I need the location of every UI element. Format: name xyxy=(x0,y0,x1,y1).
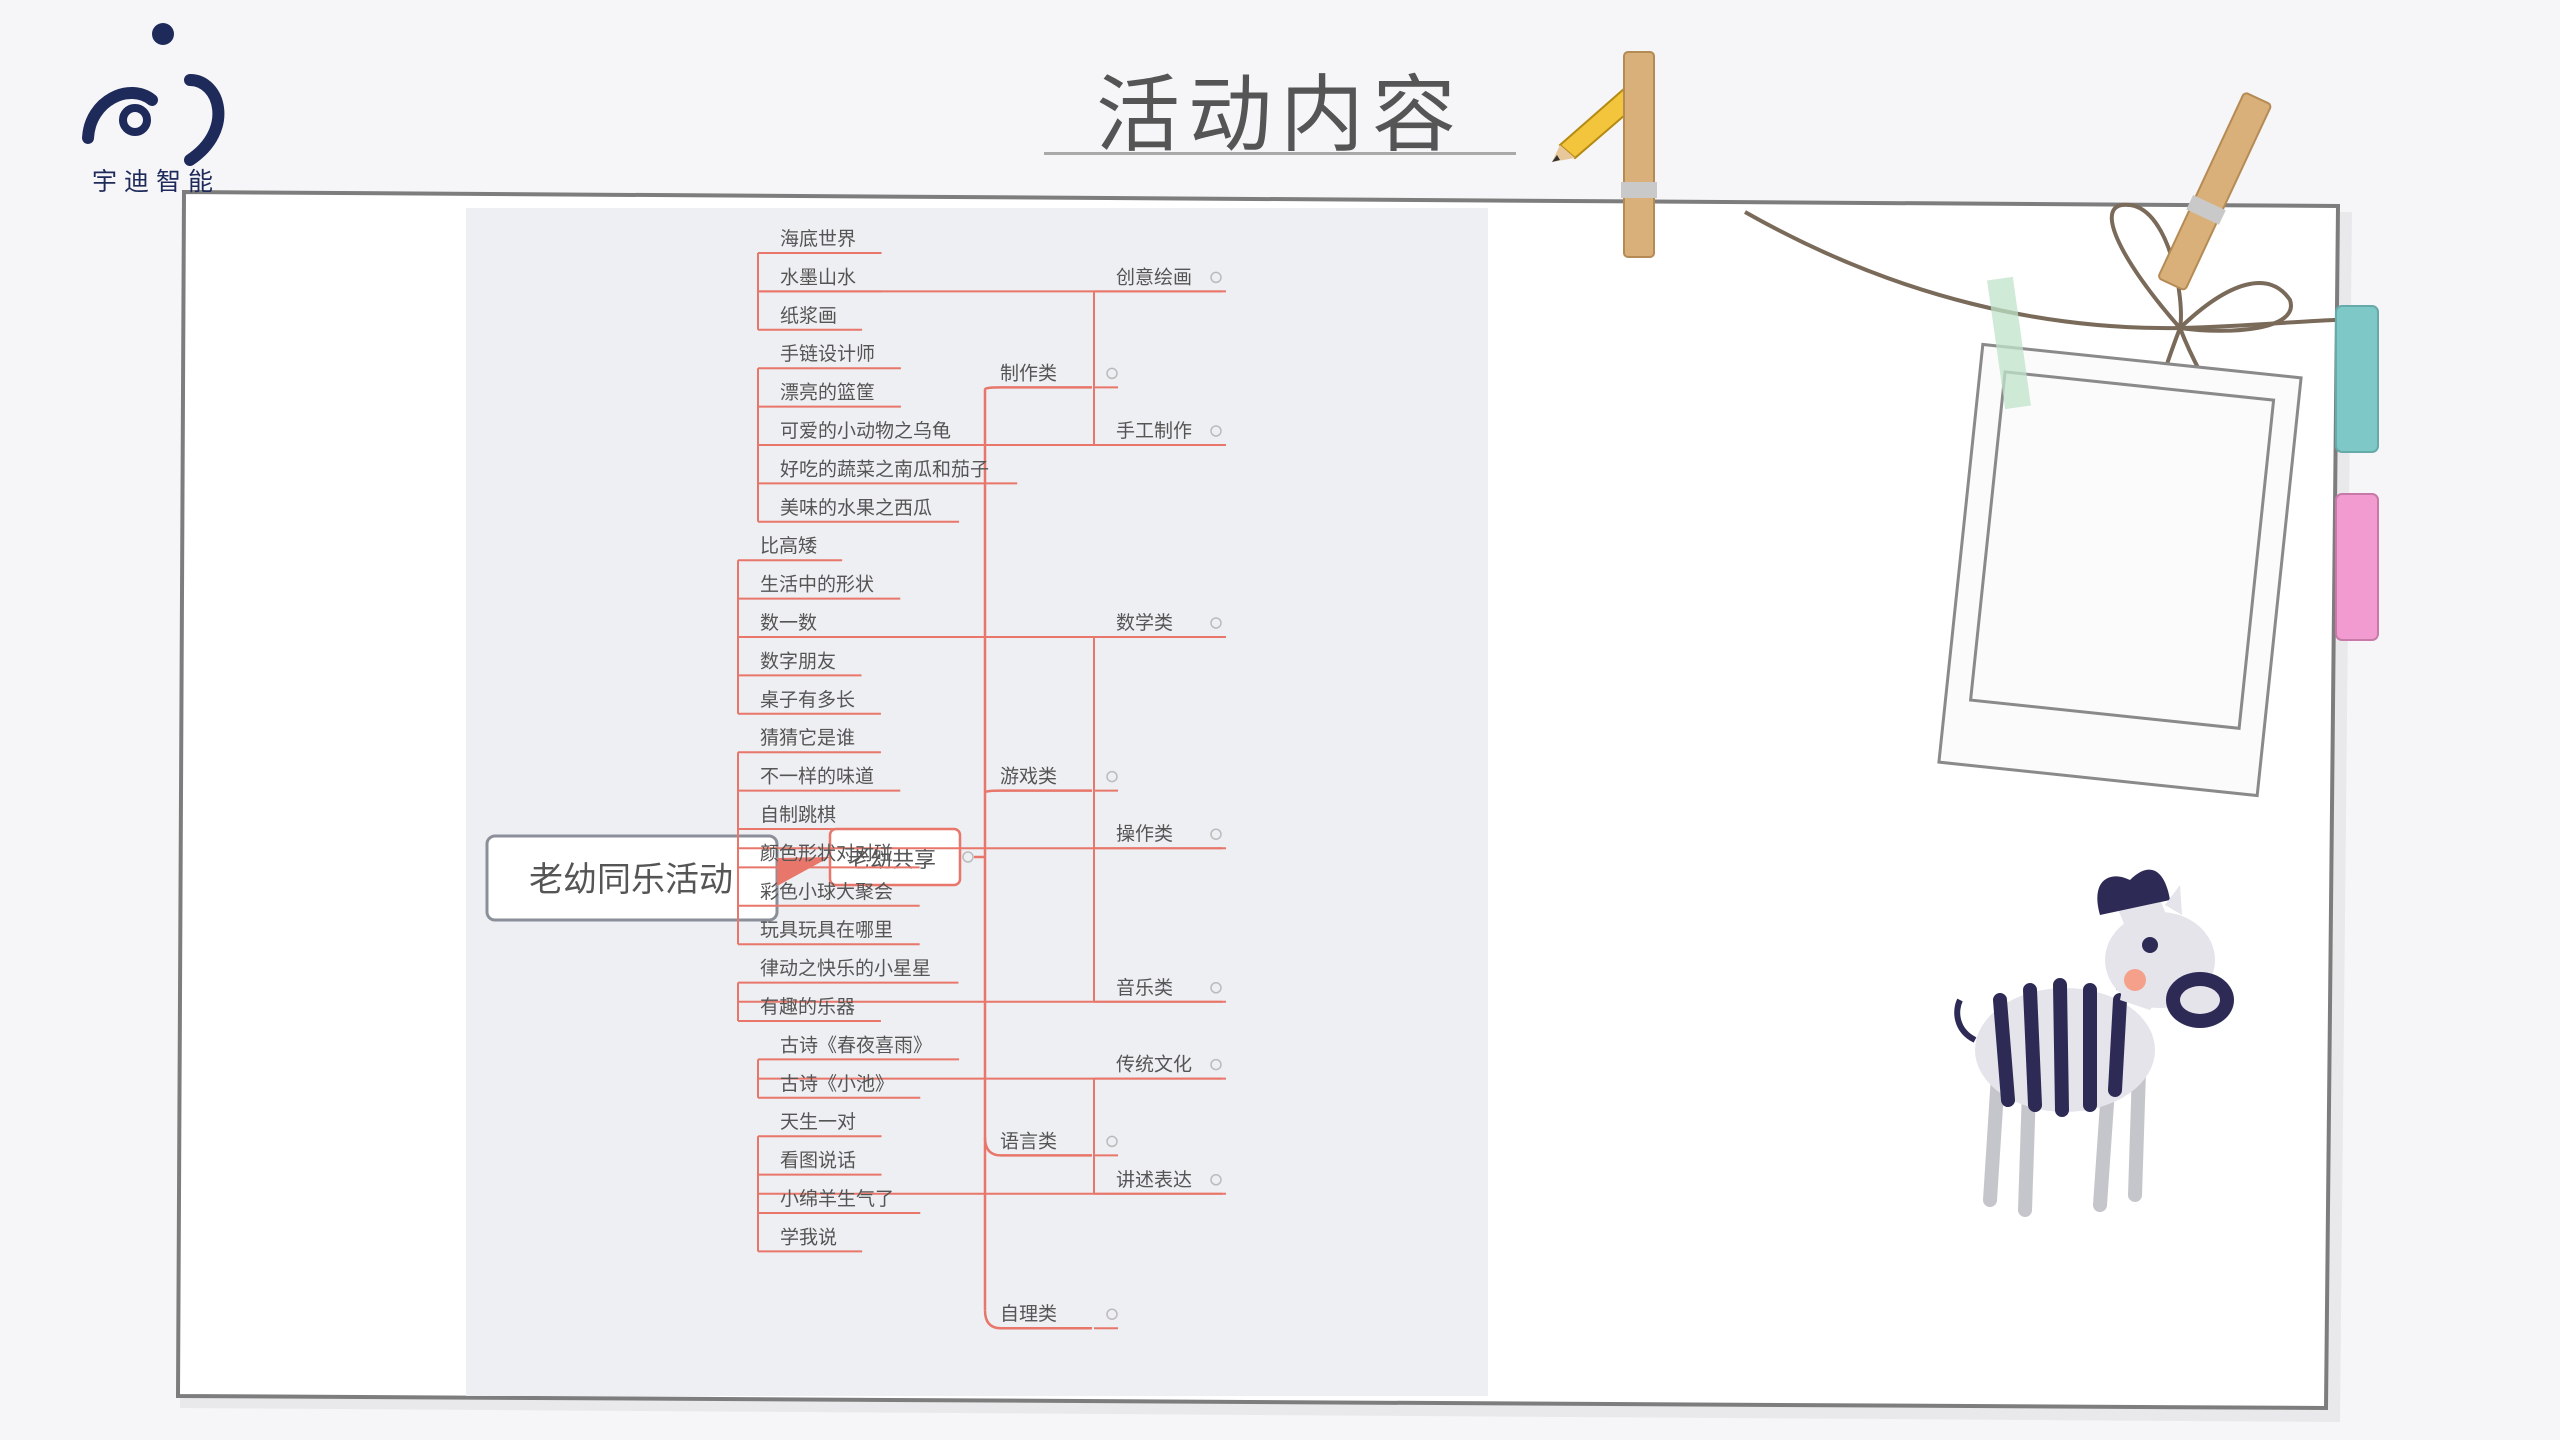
hub-node xyxy=(828,827,962,887)
collapse-toggle[interactable] xyxy=(1210,1058,1222,1071)
branch-line xyxy=(983,386,1092,391)
hub-node-label: 老幼共享 xyxy=(848,848,936,873)
leaf-node: 天生一对 xyxy=(780,1111,856,1133)
root-node-label: 老幼同乐活动 xyxy=(529,860,733,900)
leaf-node: 水墨山水 xyxy=(780,266,856,288)
group-label: 手工制作 xyxy=(1116,420,1192,442)
group-label: 操作类 xyxy=(1116,823,1173,845)
collapse-toggle[interactable] xyxy=(1106,1135,1118,1148)
collapse-toggle[interactable] xyxy=(1210,982,1222,994)
branch-line xyxy=(983,1310,1092,1330)
leaf-node: 小绵羊生气了 xyxy=(780,1188,894,1210)
leaf-node: 不一样的味道 xyxy=(760,766,874,788)
collapse-toggle[interactable] xyxy=(1106,1308,1118,1320)
collapse-toggle[interactable] xyxy=(1210,828,1222,840)
title-underline xyxy=(1044,152,1516,155)
leaf-node: 自制跳棋 xyxy=(760,804,836,826)
collapse-toggle[interactable] xyxy=(1106,367,1118,380)
group-label: 传统文化 xyxy=(1116,1054,1192,1076)
collapse-toggle[interactable] xyxy=(1210,271,1222,284)
root-hub-connector xyxy=(777,857,830,886)
leaf-node: 漂亮的篮筐 xyxy=(780,382,875,404)
group-label: 创意绘画 xyxy=(1116,266,1192,288)
collapse-toggle[interactable] xyxy=(1210,1174,1222,1186)
branch-line xyxy=(983,1137,1092,1157)
teal-tape xyxy=(2335,305,2379,453)
leaf-node: 古诗《春夜喜雨》 xyxy=(780,1034,932,1056)
leaf-node: 彩色小球大聚会 xyxy=(760,881,893,903)
leaf-node: 美味的水果之西瓜 xyxy=(780,497,932,519)
leaf-node: 学我说 xyxy=(780,1226,837,1248)
leaf-node: 律动之快乐的小星星 xyxy=(760,958,931,980)
category-label: 自理类 xyxy=(1000,1303,1057,1325)
leaf-node: 好吃的蔬菜之南瓜和茄子 xyxy=(780,458,989,480)
leaf-node: 可爱的小动物之乌龟 xyxy=(780,420,951,442)
leaf-node: 古诗《小池》 xyxy=(780,1073,894,1095)
brand-logo xyxy=(82,23,225,166)
leaf-node: 颜色形状对对碰 xyxy=(760,842,893,864)
collapse-toggle[interactable] xyxy=(1210,617,1222,629)
collapse-toggle[interactable] xyxy=(1210,425,1222,437)
collapse-toggle[interactable] xyxy=(962,851,974,863)
collapse-toggle[interactable] xyxy=(1106,770,1118,783)
leaf-node: 玩具玩具在哪里 xyxy=(760,919,893,941)
page-title: 活动内容 xyxy=(1095,66,1464,164)
category-label: 制作类 xyxy=(1000,362,1057,384)
zebra-icon xyxy=(1954,869,2234,1217)
leaf-node: 桌子有多长 xyxy=(760,689,855,711)
leaf-node: 有趣的乐器 xyxy=(760,996,855,1018)
leaf-node: 纸浆画 xyxy=(780,305,837,327)
brand-name: 宇迪智能 xyxy=(92,167,221,196)
leaf-node: 猜猜它是谁 xyxy=(760,727,855,749)
leaf-node: 看图说话 xyxy=(780,1150,856,1172)
group-label: 讲述表达 xyxy=(1116,1169,1192,1191)
green-tape xyxy=(1987,276,2031,410)
leaf-node: 海底世界 xyxy=(780,228,856,250)
leaf-node: 生活中的形状 xyxy=(760,574,874,596)
category-label: 语言类 xyxy=(1000,1130,1057,1152)
clothespin-icon xyxy=(2158,92,2272,291)
mindmap-panel xyxy=(466,208,1488,1396)
category-label: 游戏类 xyxy=(1000,766,1057,788)
group-label: 音乐类 xyxy=(1116,977,1173,999)
leaf-node: 数一数 xyxy=(760,612,817,634)
pink-tape xyxy=(2335,493,2379,641)
leaf-node: 手链设计师 xyxy=(780,343,875,365)
group-label: 数学类 xyxy=(1116,612,1173,634)
hanging-string xyxy=(1744,210,2361,331)
clothespin-icon xyxy=(1621,51,1657,258)
polaroid-frame xyxy=(1937,342,2303,798)
leaf-node: 数字朋友 xyxy=(760,650,836,672)
leaf-node: 比高矮 xyxy=(760,535,817,557)
branch-line xyxy=(983,789,1092,794)
